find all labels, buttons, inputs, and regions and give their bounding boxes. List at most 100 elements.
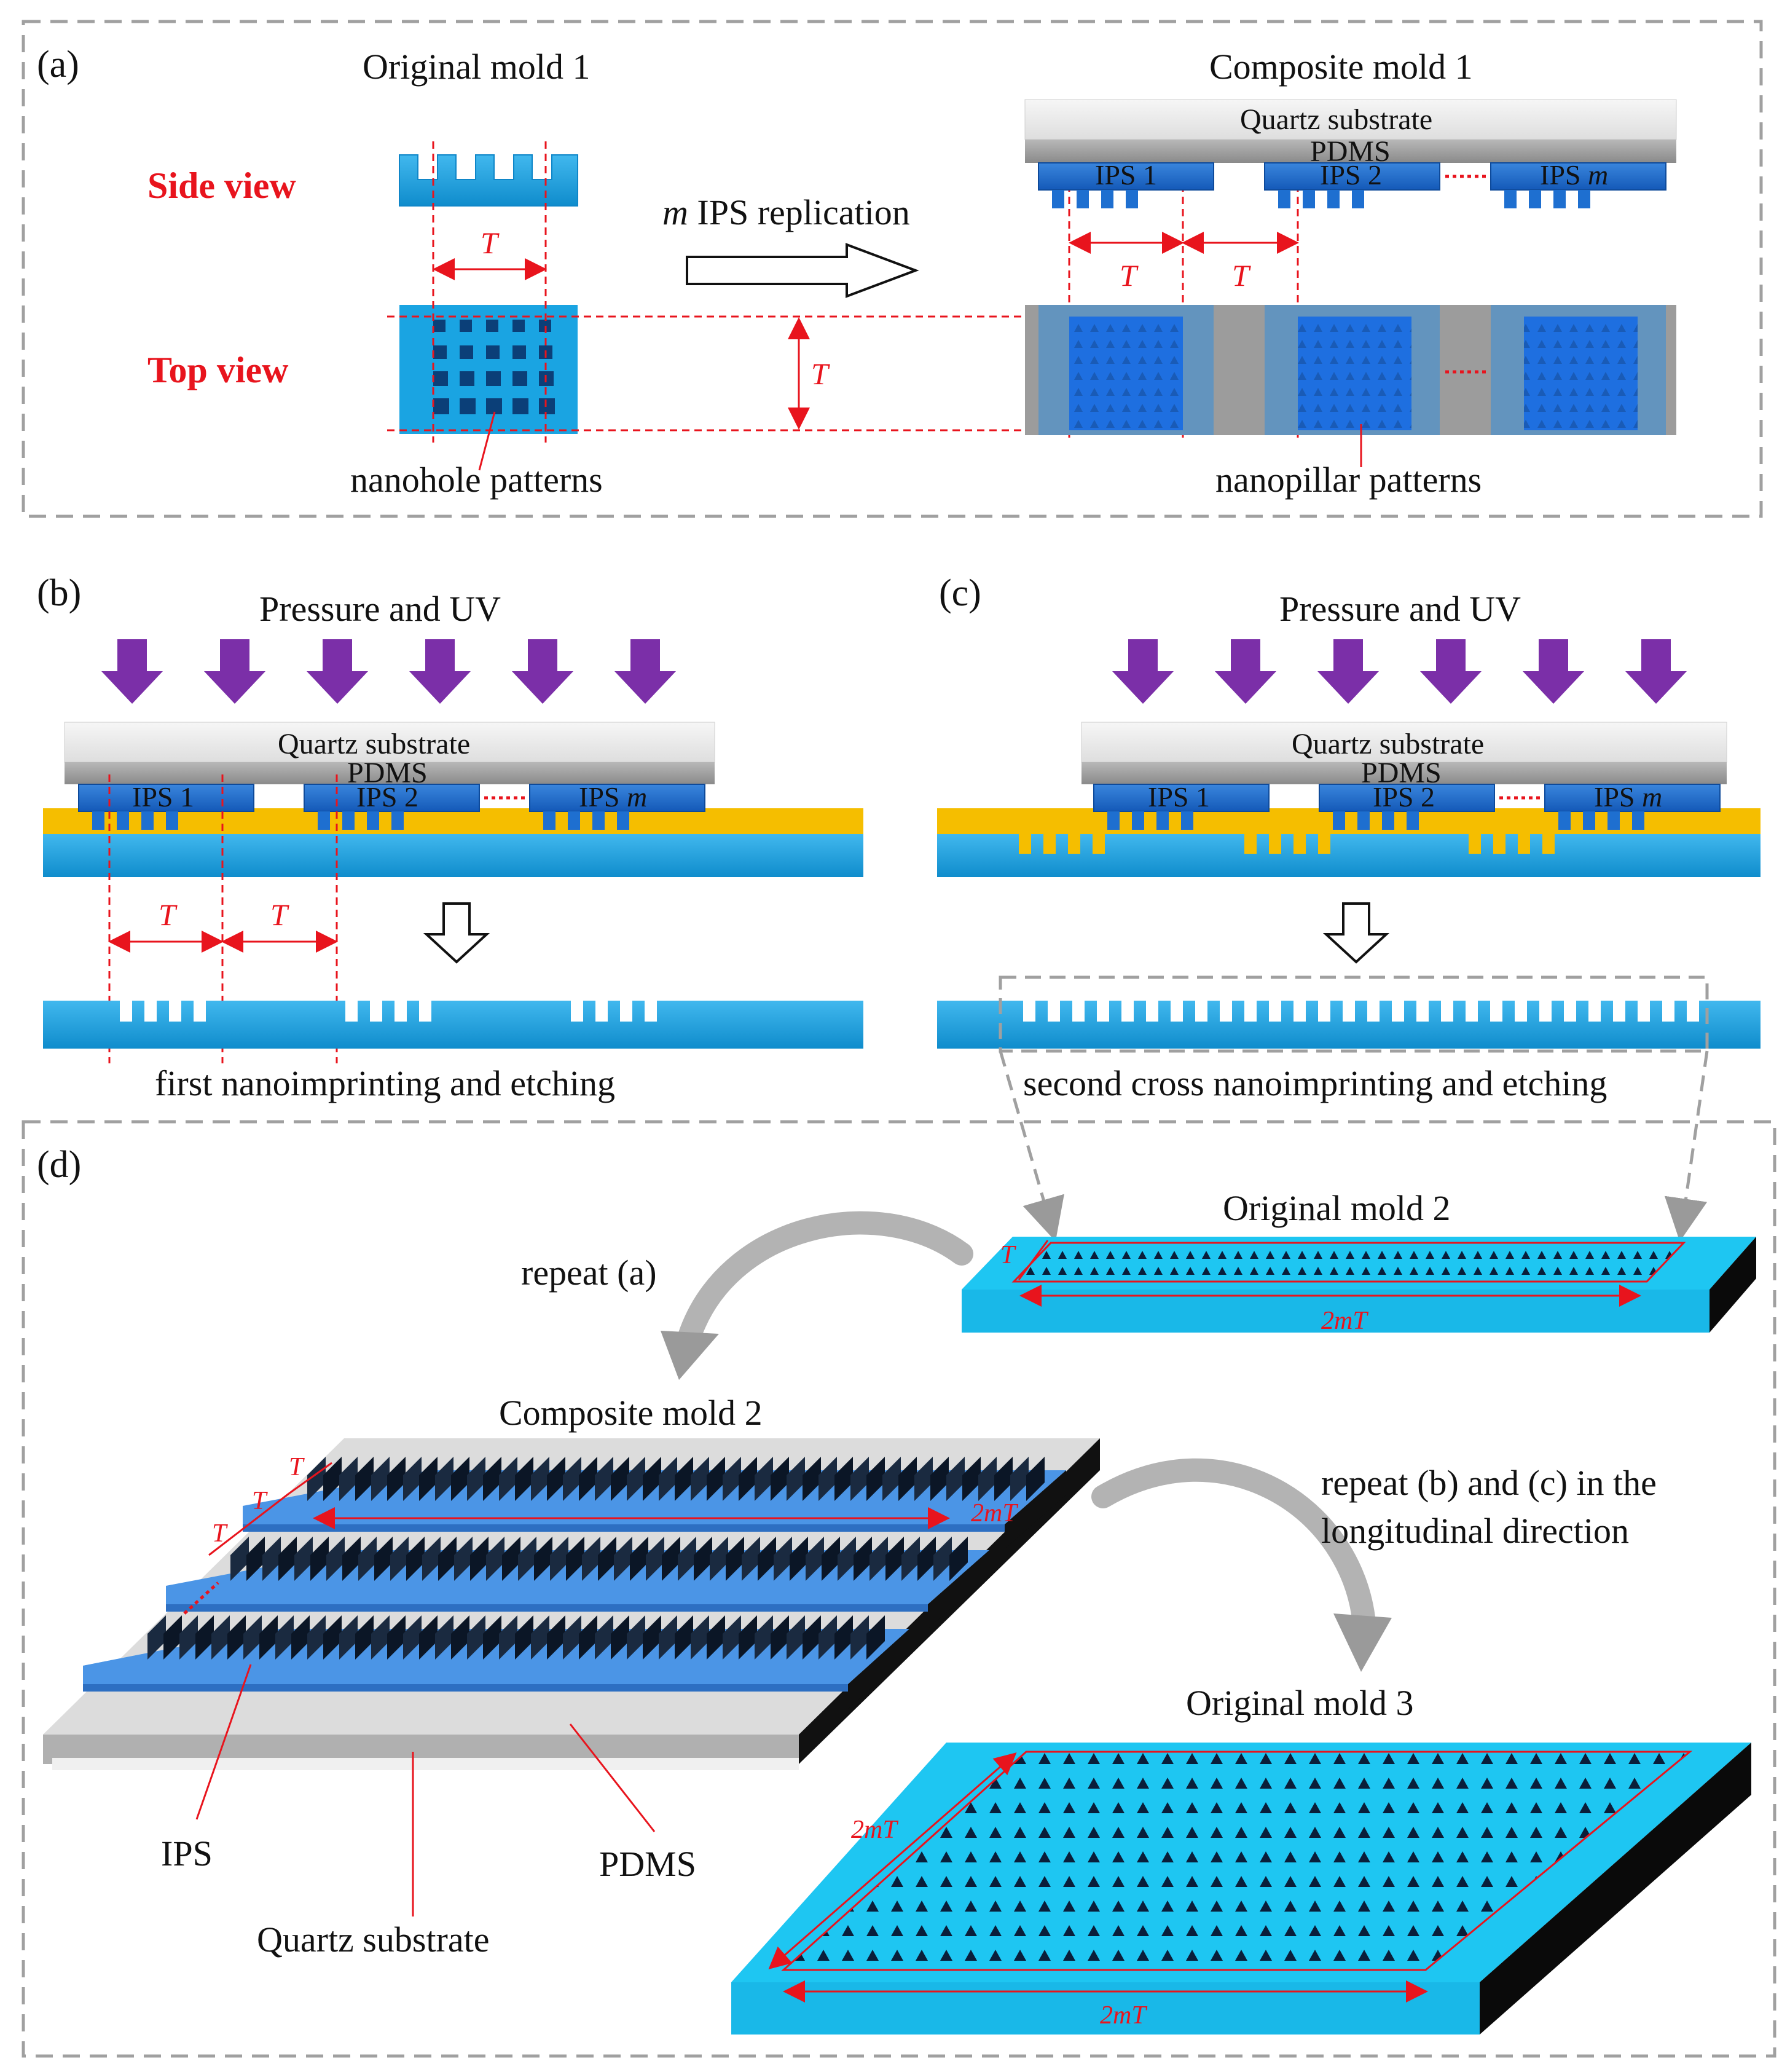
nanopillar bbox=[547, 1457, 565, 1501]
pressure-uv-label-c: Pressure and UV bbox=[1279, 589, 1521, 629]
nanopillar bbox=[710, 1537, 728, 1581]
nanopillar bbox=[291, 1615, 310, 1660]
quartz-label: Quartz substrate bbox=[1240, 103, 1432, 136]
nanopillar bbox=[962, 1457, 981, 1501]
nanopillar bbox=[726, 1537, 744, 1581]
nanopillar bbox=[275, 1615, 294, 1660]
nanopillar bbox=[707, 1615, 725, 1660]
nanopillar bbox=[930, 1457, 949, 1501]
dim-t-side: T bbox=[481, 226, 500, 260]
nanopillar bbox=[818, 1615, 837, 1660]
nanopillar bbox=[822, 1537, 840, 1581]
nanopillar bbox=[675, 1615, 693, 1660]
caption-c: second cross nanoimprinting and etching bbox=[1023, 1063, 1607, 1103]
panel-d: (d) Original mold 2 repeat (a) T 2mT Com… bbox=[22, 1050, 1776, 2058]
dim-2mt-mold3-side: 2mT bbox=[851, 1816, 898, 1844]
nanopillar bbox=[406, 1537, 425, 1581]
nanopillar bbox=[691, 1457, 709, 1501]
dim-t-mold2: T bbox=[1000, 1241, 1016, 1269]
panel-a: (a) Original mold 1 Composite mold 1 Sid… bbox=[22, 20, 1763, 518]
nanopillar bbox=[882, 1457, 901, 1501]
replication-arrow bbox=[686, 243, 919, 298]
composite-mold-1-title: Composite mold 1 bbox=[1209, 47, 1473, 87]
nanopillar bbox=[374, 1537, 393, 1581]
panel-c: (c) Pressure and UV Quartz substrate PDM… bbox=[937, 572, 1761, 1103]
dim-2mt-comp2: 2mT bbox=[971, 1499, 1018, 1527]
nanopillar bbox=[547, 1615, 565, 1660]
ips-1-label-c: IPS 1 bbox=[1148, 781, 1210, 813]
nanopillar bbox=[742, 1537, 760, 1581]
nanopillar bbox=[739, 1457, 757, 1501]
pdms-label-d: PDMS bbox=[599, 1844, 696, 1884]
dim-t-comp2-1: T bbox=[289, 1453, 305, 1481]
dim-t-composite-2: T bbox=[1232, 258, 1251, 293]
nanopillar bbox=[278, 1537, 297, 1581]
nanopillar bbox=[1026, 1457, 1045, 1501]
panel-b-label: (b) bbox=[37, 572, 81, 614]
composite-mold-2-title: Composite mold 2 bbox=[499, 1393, 763, 1433]
pressure-uv-label-b: Pressure and UV bbox=[259, 589, 501, 629]
panel-a-frame bbox=[22, 20, 1763, 518]
original-mold-3-title: Original mold 3 bbox=[1186, 1683, 1414, 1723]
nanopillar bbox=[598, 1537, 616, 1581]
nanopillar bbox=[515, 1615, 533, 1660]
pdms-layer-c bbox=[1081, 762, 1727, 784]
nanopillar bbox=[339, 1615, 358, 1660]
nanopillar bbox=[371, 1457, 390, 1501]
nanopillar bbox=[755, 1615, 773, 1660]
nanopillar bbox=[723, 1457, 741, 1501]
nanopillar bbox=[850, 1615, 869, 1660]
ips-2-label-c: IPS 2 bbox=[1373, 781, 1435, 813]
nanopillar bbox=[323, 1457, 342, 1501]
uv-arrows-c bbox=[1112, 639, 1687, 704]
nanopillar bbox=[771, 1615, 789, 1660]
nanopillar bbox=[869, 1537, 888, 1581]
nanopillar bbox=[850, 1457, 869, 1501]
nanopillar bbox=[438, 1537, 457, 1581]
side-view-label: Side view bbox=[147, 165, 296, 206]
nanopillar bbox=[579, 1457, 597, 1501]
nanopillar bbox=[326, 1537, 345, 1581]
down-arrow-b bbox=[423, 902, 490, 964]
nanopillar bbox=[818, 1457, 837, 1501]
quartz-label-b: Quartz substrate bbox=[278, 728, 470, 760]
yellow-pillars-c bbox=[1019, 834, 1555, 854]
down-arrow-c bbox=[1322, 902, 1390, 964]
nanopillar bbox=[949, 1537, 968, 1581]
ips-m-label-b: IPS m bbox=[579, 781, 647, 813]
nanopillar bbox=[898, 1457, 917, 1501]
nanopillar bbox=[454, 1537, 473, 1581]
dim-t-b-1: T bbox=[159, 897, 178, 932]
dim-2mt-mold2: 2mT bbox=[1321, 1307, 1368, 1335]
nanopillar bbox=[163, 1615, 182, 1660]
nanopillar bbox=[403, 1615, 422, 1660]
repeat-a-label: repeat (a) bbox=[521, 1253, 657, 1293]
panel-a-label: (a) bbox=[37, 44, 79, 85]
nanopillar bbox=[307, 1457, 326, 1501]
original-mold-1-top-view bbox=[399, 305, 578, 434]
panel-d-label: (d) bbox=[37, 1144, 81, 1186]
dim-t-comp2-2: T bbox=[252, 1487, 268, 1515]
nanopillar bbox=[595, 1457, 613, 1501]
nanopillar bbox=[627, 1457, 645, 1501]
nanopillar bbox=[691, 1615, 709, 1660]
nanopillar bbox=[755, 1457, 773, 1501]
zoom-region-box bbox=[999, 975, 1709, 1053]
nanopillar bbox=[262, 1537, 281, 1581]
nanopillar bbox=[659, 1615, 677, 1660]
nanopillar bbox=[978, 1457, 997, 1501]
composite-mold-1-top-view bbox=[1025, 305, 1676, 435]
quartz-substrate-c bbox=[1081, 722, 1727, 763]
nanopillar bbox=[854, 1537, 872, 1581]
curved-arrow-repeat-a bbox=[677, 1211, 973, 1352]
nanopillar bbox=[323, 1615, 342, 1660]
nanopillar bbox=[470, 1537, 489, 1581]
nanopillar bbox=[675, 1457, 693, 1501]
quartz-label-c: Quartz substrate bbox=[1292, 728, 1484, 760]
nanopillar bbox=[707, 1457, 725, 1501]
nanopillar bbox=[310, 1537, 329, 1581]
ips-m-label: IPS m bbox=[1540, 159, 1608, 191]
nanopillar bbox=[1010, 1457, 1029, 1501]
nanopillar bbox=[659, 1457, 677, 1501]
ips-m-label-c: IPS m bbox=[1594, 781, 1662, 813]
